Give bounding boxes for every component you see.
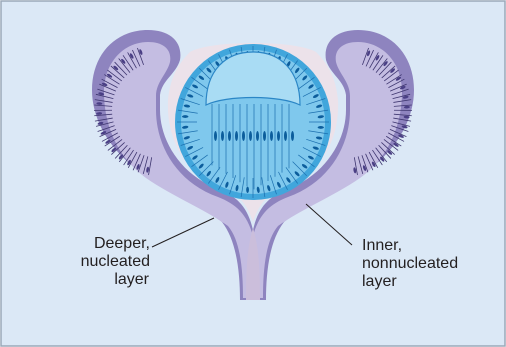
lens-nucleus xyxy=(242,131,245,141)
lens-nucleus xyxy=(291,131,294,141)
lens-nucleus xyxy=(284,131,287,141)
lens-nucleus xyxy=(246,187,249,193)
lens-nucleus xyxy=(228,131,231,141)
inner-nonnucleated-layer-label: Inner, nonnucleated layer xyxy=(362,237,472,291)
lens-nucleus xyxy=(182,115,188,118)
label-line: nonnucleated xyxy=(362,255,472,273)
lens-nucleus xyxy=(277,131,280,141)
lens-nucleus xyxy=(270,131,273,141)
lens-nucleus xyxy=(235,131,238,141)
label-line: layer xyxy=(362,273,472,291)
lens-nucleus xyxy=(256,131,259,141)
lens-nucleus xyxy=(221,131,224,141)
label-line: nucleated xyxy=(66,253,150,271)
deeper-nucleated-layer-label: Deeper, nucleated layer xyxy=(66,235,150,289)
lens-vesicle xyxy=(175,44,331,200)
label-line: layer xyxy=(66,271,150,289)
lens-nucleus xyxy=(318,126,324,129)
label-line: Inner, xyxy=(362,237,472,255)
label-line: Deeper, xyxy=(66,235,150,253)
lens-nucleus xyxy=(214,131,217,141)
lens-nucleus xyxy=(249,131,252,141)
lens-nucleus xyxy=(263,131,266,141)
